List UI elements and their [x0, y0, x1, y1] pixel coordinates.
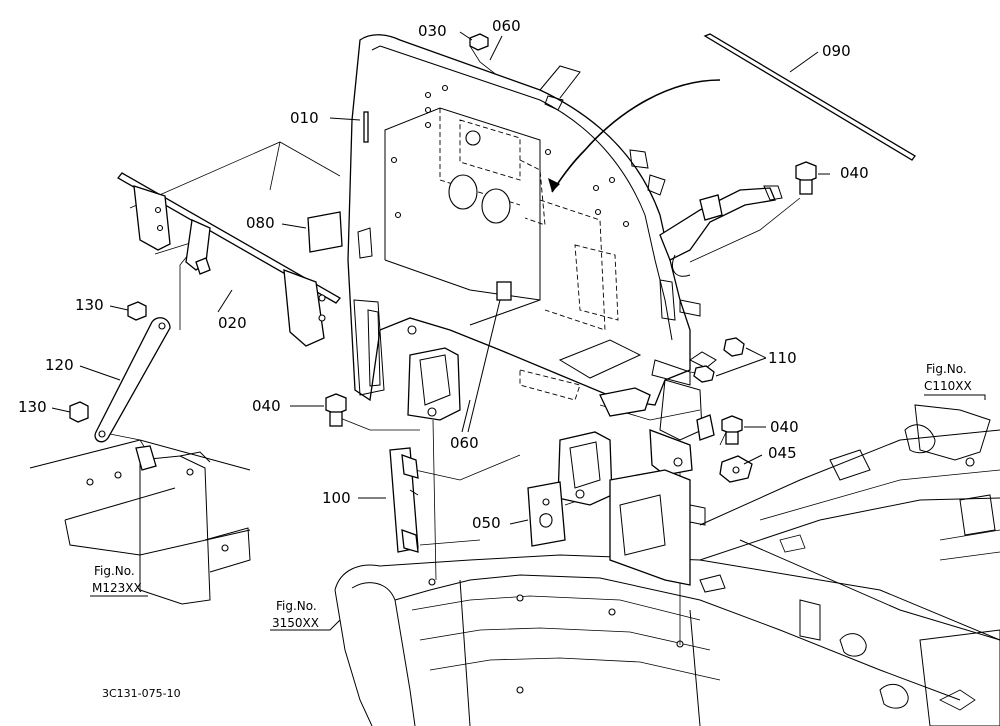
main-panel-010 — [347, 34, 717, 441]
bolt-030 — [469, 33, 489, 51]
rear-axle-assembly — [699, 404, 1000, 641]
rod-020 — [117, 172, 341, 347]
leader-lines — [51, 31, 986, 631]
right-arm-bracket — [659, 185, 783, 277]
bolt-040-left — [325, 393, 347, 427]
label-130-bottom: 130 — [18, 398, 47, 416]
label-045: 045 — [768, 444, 797, 462]
left-frame-bracket — [29, 439, 251, 605]
drawing-code: 3C131-075-10 — [102, 687, 181, 700]
seal-strip-090 — [703, 33, 916, 161]
label-130-top: 130 — [75, 296, 104, 314]
bolt-040-right — [721, 415, 743, 445]
label-030: 030 — [418, 22, 447, 40]
fig-ref-3150-line2: 3150XX — [272, 616, 319, 630]
figure-references: Fig.No. C110XX Fig.No. M123XX Fig.No. 31… — [92, 362, 972, 630]
label-060-top: 060 — [492, 17, 521, 35]
fig-ref-c110-line1: Fig.No. — [926, 362, 967, 376]
bolt-130-b — [69, 401, 89, 423]
label-040-left: 040 — [252, 397, 281, 415]
fig-ref-3150-line1: Fig.No. — [276, 599, 317, 613]
label-010: 010 — [290, 109, 319, 127]
bolt-130-a — [127, 301, 147, 321]
label-020: 020 — [218, 314, 247, 332]
small-clip — [135, 445, 157, 471]
label-110: 110 — [768, 349, 797, 367]
assembly-arrow — [548, 79, 721, 193]
fig-ref-m123-line1: Fig.No. — [94, 564, 135, 578]
bolt-040-top — [795, 161, 817, 195]
part-labels: 030 060 090 010 040 080 020 130 120 130 … — [18, 17, 869, 532]
label-090: 090 — [822, 42, 851, 60]
label-040-right: 040 — [770, 418, 799, 436]
bolt-110-b — [693, 365, 715, 383]
label-040-top: 040 — [840, 164, 869, 182]
label-060-bottom: 060 — [450, 434, 479, 452]
link-bar-120 — [94, 317, 171, 443]
fig-ref-c110-line2: C110XX — [924, 379, 972, 393]
bolt-110-a — [723, 337, 745, 357]
plate-080 — [307, 211, 343, 253]
label-050: 050 — [472, 514, 501, 532]
lower-supports — [389, 281, 753, 586]
label-120: 120 — [45, 356, 74, 374]
fig-ref-m123-line2: M123XX — [92, 581, 142, 595]
label-100: 100 — [322, 489, 351, 507]
label-080: 080 — [246, 214, 275, 232]
